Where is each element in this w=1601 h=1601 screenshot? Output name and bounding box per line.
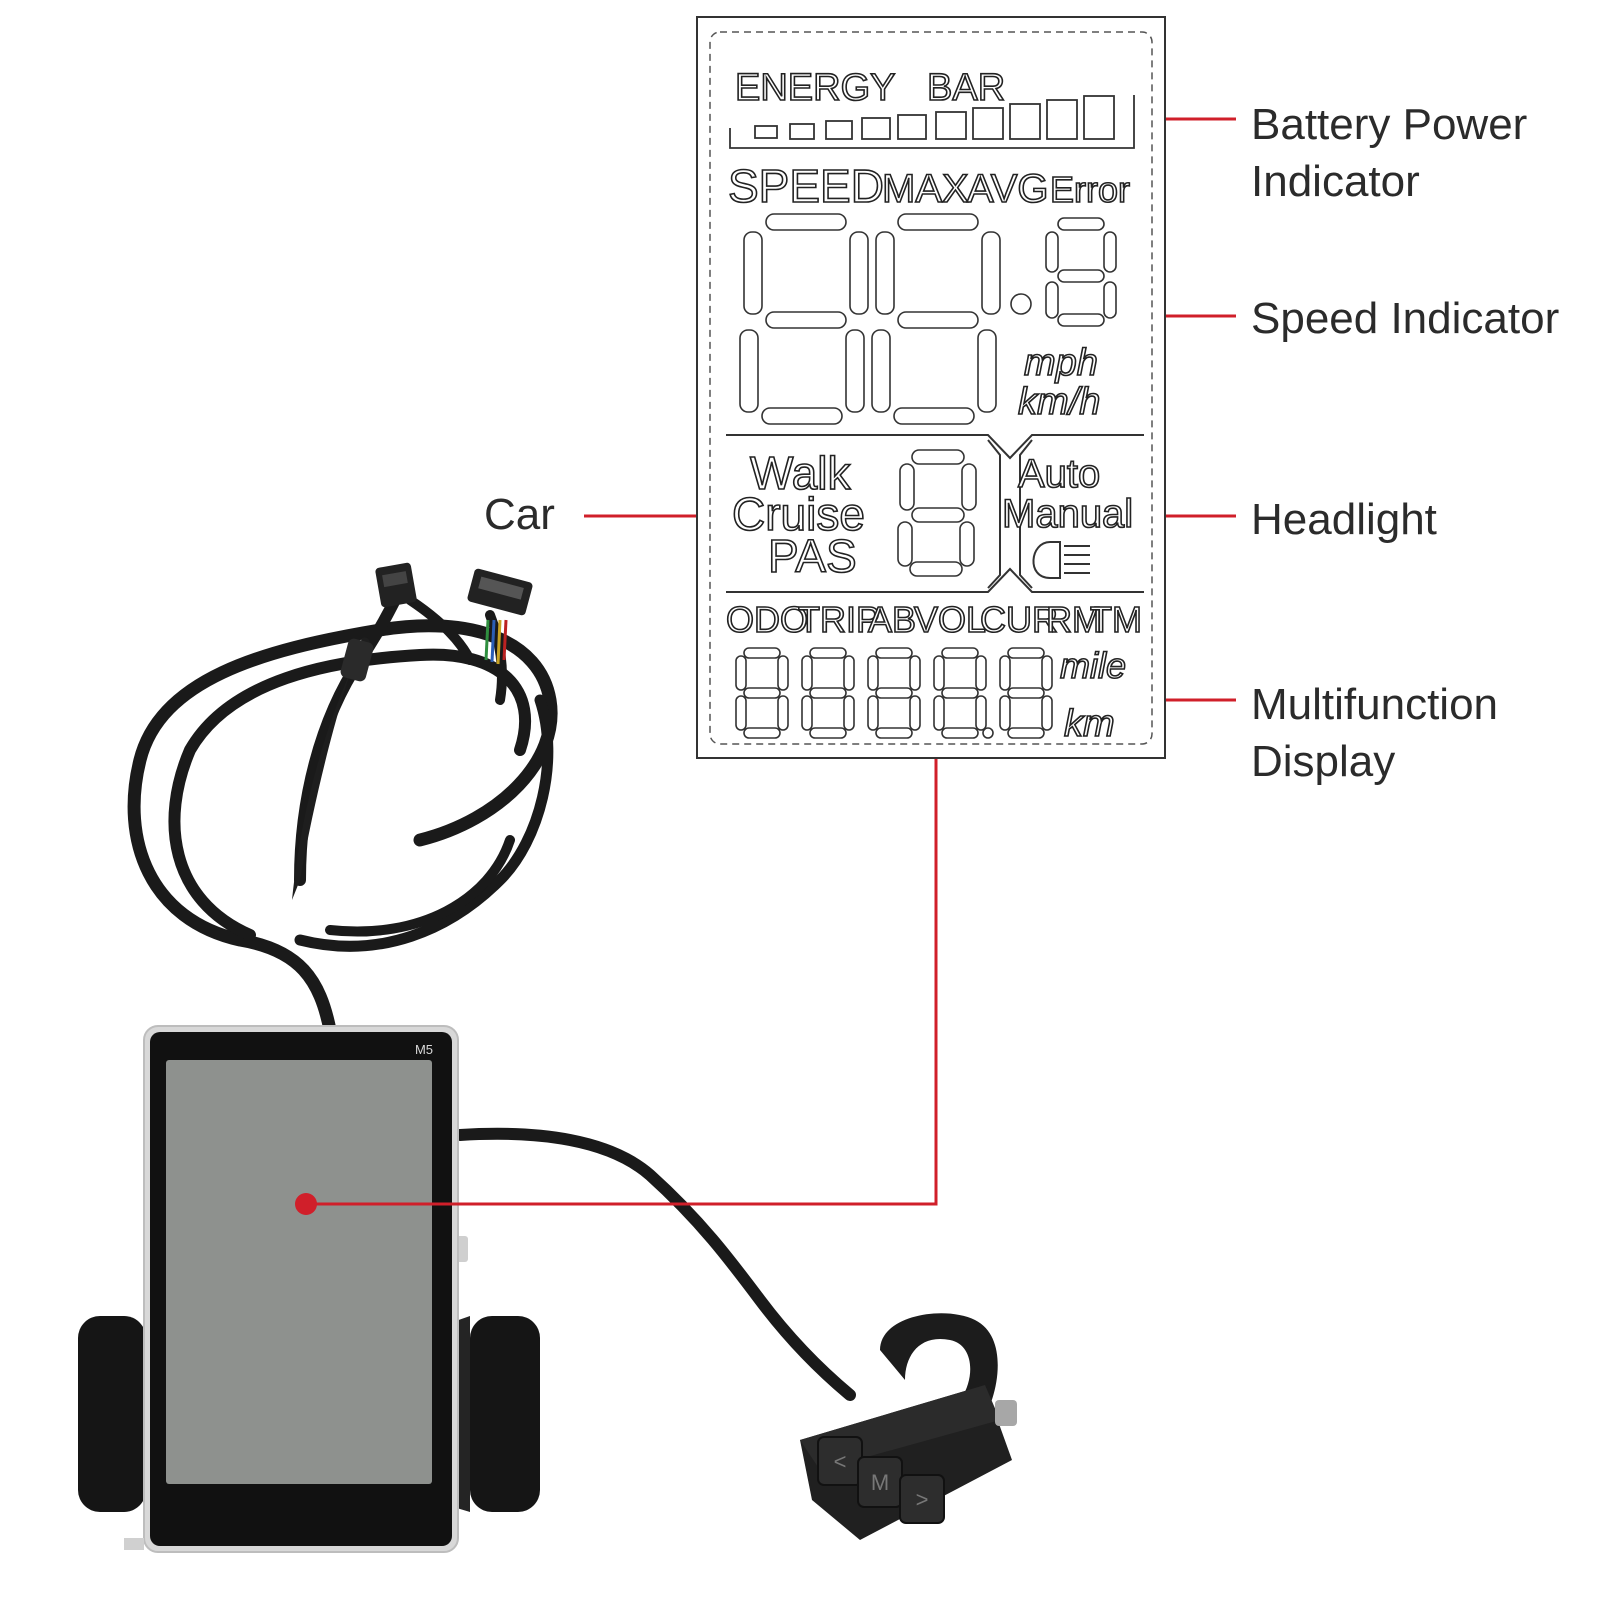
- cable-bundle: [127, 584, 558, 1037]
- button-left[interactable]: <: [817, 1436, 863, 1486]
- lcd-pas-label: PAS: [768, 530, 857, 582]
- multifunction-callout-label: Multifunction Display: [1251, 676, 1498, 790]
- car-callout-label: Car: [484, 490, 555, 539]
- multifunction-digit-1: [735, 647, 789, 739]
- lcd-vol-label: VOL: [914, 599, 986, 640]
- battery-callout-line1: Battery Power: [1251, 100, 1528, 149]
- button-pad-cable: [454, 1127, 856, 1401]
- multifunction-callout-line1: Multifunction: [1251, 680, 1499, 729]
- lcd-odo-label: ODO: [726, 599, 808, 640]
- lcd-km-label: km: [1064, 703, 1115, 745]
- lcd-kmh-label: km/h: [1018, 381, 1100, 423]
- multifunction-callout-line2: Display: [1251, 737, 1396, 786]
- model-label: M5: [415, 1042, 433, 1057]
- callout-lines: [306, 117, 1236, 1206]
- lcd-ab-label: AB: [868, 599, 916, 640]
- lcd-cruise-label: Cruise: [732, 488, 865, 540]
- headlight-icon: [1032, 541, 1090, 579]
- mode-section-frame: [726, 434, 1144, 593]
- headlight-callout-label: Headlight: [1251, 495, 1437, 544]
- button-menu-glyph: M: [871, 1470, 889, 1495]
- lcd-speed-label: SPEED: [728, 160, 884, 212]
- lcd-energy-label: ENERGY: [735, 67, 895, 109]
- speed-digit-2: [871, 213, 1001, 425]
- speed-digit-1: [739, 213, 869, 425]
- lcd-mph-label: mph: [1024, 342, 1098, 384]
- battery-callout-label: Battery Power Indicator: [1251, 96, 1527, 210]
- button-menu[interactable]: M: [857, 1456, 903, 1508]
- lcd-error-label: Error: [1050, 169, 1130, 210]
- multifunction-digits: [735, 647, 1053, 739]
- multifunction-digit-4: [933, 647, 987, 739]
- lcd-auto-label: Auto: [1018, 452, 1100, 496]
- multifunction-digit-3: [867, 647, 921, 739]
- small-connector-left: [375, 562, 417, 608]
- button-right-glyph: >: [916, 1487, 929, 1512]
- lcd-max-label: MAX: [882, 167, 969, 211]
- button-right[interactable]: >: [899, 1474, 945, 1524]
- lcd-rm-label: RM: [1046, 599, 1102, 640]
- speed-callout-label: Speed Indicator: [1251, 294, 1560, 343]
- speed-digit-3: [1045, 217, 1117, 327]
- screen-callout-dot: [295, 1193, 317, 1215]
- lcd-trip-label: TRIP: [798, 599, 880, 640]
- lcd-bar-label: BAR: [927, 67, 1005, 109]
- multifunction-header: ODO TRIP AB VOL CUR RM TM: [725, 598, 1143, 641]
- lcd-cur-label: CUR: [980, 599, 1058, 640]
- multifunction-decimal-point: [982, 727, 994, 739]
- lcd-avg-label: AVG: [967, 167, 1049, 211]
- device-screen: [166, 1060, 432, 1484]
- screen-to-lcd-connector: [306, 758, 938, 1206]
- pas-level-digit: [897, 449, 977, 577]
- battery-bar: [729, 95, 1135, 149]
- battery-callout-line2: Indicator: [1251, 157, 1420, 206]
- button-left-glyph: <: [834, 1449, 847, 1474]
- button-pad: < M >: [800, 1313, 1017, 1540]
- display-device: M5: [78, 1025, 540, 1553]
- lcd-tm-label: TM: [1090, 599, 1142, 640]
- plug-connector: [292, 637, 374, 900]
- multifunction-digit-2: [801, 647, 855, 739]
- lcd-manual-label: Manual: [1002, 492, 1133, 536]
- lcd-walk-label: Walk: [750, 447, 852, 499]
- lcd-mile-label: mile: [1060, 645, 1126, 686]
- small-connector-right: [467, 568, 533, 665]
- multifunction-digit-5: [999, 647, 1053, 739]
- speed-decimal-point: [1010, 293, 1032, 315]
- lcd-diagram: ENERGY BAR SPEED MAX AVG Error: [696, 16, 1166, 759]
